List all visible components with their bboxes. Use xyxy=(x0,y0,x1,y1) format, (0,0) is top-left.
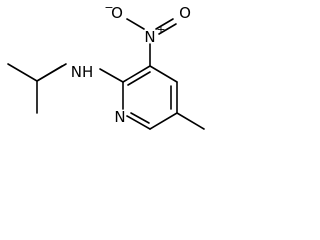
bond-tbu-to-nh xyxy=(36,65,63,82)
bond-tbu-methyl-left xyxy=(7,63,38,82)
bond-c2-c3-inner xyxy=(127,71,151,86)
bond-c5-methyl xyxy=(176,112,205,130)
bond-c6-n1-inner xyxy=(130,112,150,124)
atom-labels: NH N N + O − O xyxy=(71,1,191,126)
bond-c3-c4 xyxy=(149,65,178,83)
bonds xyxy=(7,18,205,130)
bond-nitro-o-left xyxy=(126,18,145,30)
amine-nh-label: NH xyxy=(71,63,94,81)
ring-nitrogen-label: N xyxy=(114,108,125,126)
bond-nitro-o-right-b xyxy=(158,23,177,35)
bond-nitro-o-right-a xyxy=(155,18,174,30)
molecule-diagram: NH N N + O − O xyxy=(7,1,205,130)
nitro-oxygen-left-label: O xyxy=(111,4,123,22)
nitro-nitrogen-label: N xyxy=(144,28,155,46)
nitro-oxygen-right-label: O xyxy=(179,4,191,22)
bond-c6-n1 xyxy=(126,115,151,130)
bond-nh-to-ring xyxy=(99,68,124,83)
bond-c2-c3 xyxy=(122,65,151,83)
nitro-nitrogen-charge: + xyxy=(156,23,165,36)
nitro-oxygen-charge: − xyxy=(104,1,113,14)
bond-c5-c6 xyxy=(149,112,178,130)
